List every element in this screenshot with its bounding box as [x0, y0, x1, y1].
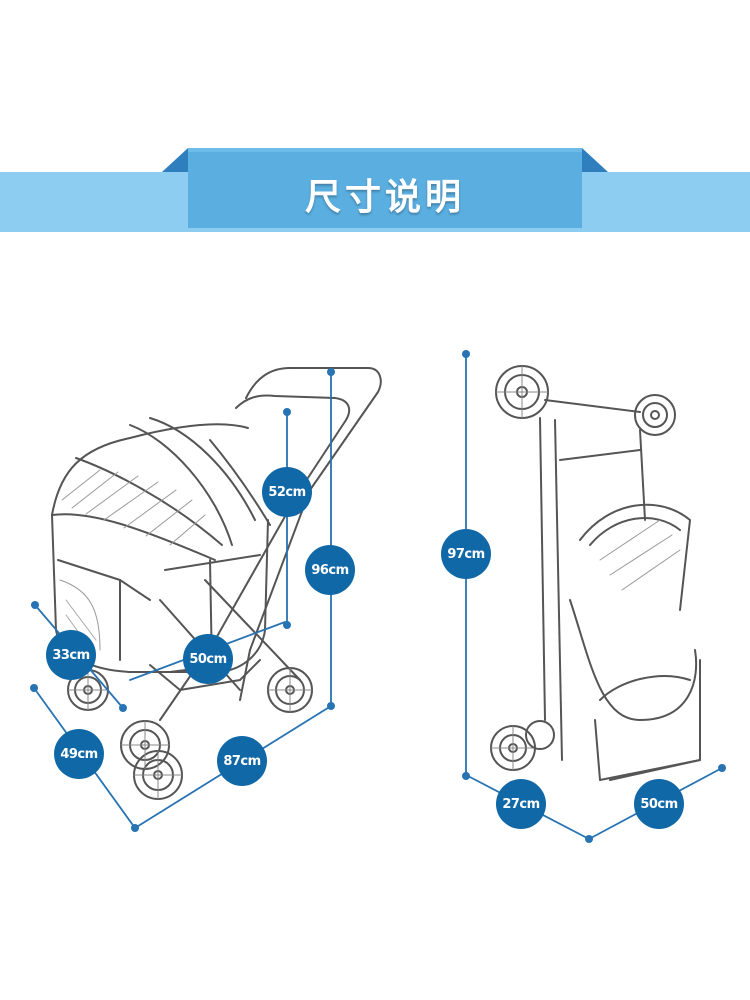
title-banner: [0, 148, 750, 232]
right-dimension-lines: [465, 353, 723, 840]
stroller-folded-drawing: [490, 365, 701, 781]
total-height-badge: 96cm: [305, 545, 355, 595]
handle-height-badge: 52cm: [262, 467, 312, 517]
left-dimension-endpoints: [30, 368, 335, 832]
page-title: 尺寸说明: [304, 177, 465, 218]
cabin-width-badge: 33cm: [46, 630, 96, 680]
folded-depth-badge: 27cm: [496, 779, 546, 829]
base-width-badge: 49cm: [54, 729, 104, 779]
cabin-length-badge: 50cm: [183, 634, 233, 684]
total-length-badge: 87cm: [217, 736, 267, 786]
right-dimension-endpoints: [462, 350, 726, 843]
folded-width-badge: 50cm: [634, 779, 684, 829]
folded-height-badge: 97cm: [441, 529, 491, 579]
